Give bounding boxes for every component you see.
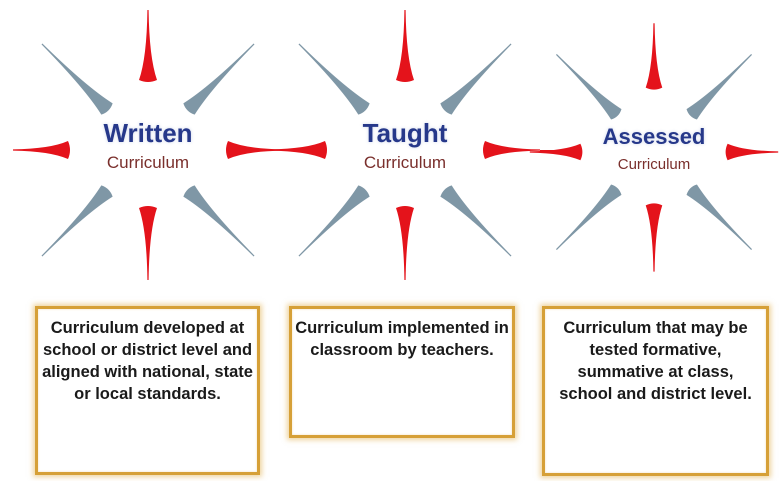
written-ray-bottom-right xyxy=(183,185,255,257)
taught-ray-top-right xyxy=(440,43,512,115)
taught-description: Curriculum implemented in classroom by t… xyxy=(295,319,509,359)
written-burst: Written Curriculum xyxy=(103,118,192,173)
taught-burst: Taught Curriculum xyxy=(363,118,448,173)
written-description-box: Curriculum developed at school or distri… xyxy=(35,306,260,475)
assessed-title: Assessed xyxy=(602,124,706,149)
taught-ray-top xyxy=(396,10,414,82)
assessed-ray-bottom-right xyxy=(686,184,753,251)
written-ray-top xyxy=(139,10,157,82)
written-ray-top-left xyxy=(41,43,113,115)
taught-description-box: Curriculum implemented in classroom by t… xyxy=(289,306,515,438)
taught-ray-bottom-right xyxy=(440,185,512,257)
taught-ray-bottom xyxy=(396,206,414,280)
assessed-description-box: Curriculum that may be tested formative,… xyxy=(542,306,769,476)
assessed-burst: Assessed Curriculum xyxy=(603,124,706,173)
assessed-ray-bottom-left xyxy=(555,184,622,251)
written-description: Curriculum developed at school or distri… xyxy=(42,319,253,403)
assessed-ray-right xyxy=(725,143,779,161)
written-ray-left xyxy=(13,141,70,159)
assessed-description: Curriculum that may be tested formative,… xyxy=(559,319,752,403)
taught-subtitle: Curriculum xyxy=(363,153,447,172)
taught-ray-top-left xyxy=(298,43,370,115)
assessed-ray-top-right xyxy=(686,53,753,120)
written-title: Written xyxy=(103,118,193,148)
taught-title: Taught xyxy=(362,118,448,148)
written-ray-bottom xyxy=(139,206,157,280)
written-ray-top-right xyxy=(183,43,255,115)
taught-ray-right xyxy=(483,141,540,159)
written-subtitle: Curriculum xyxy=(106,153,190,172)
written-ray-right xyxy=(226,141,283,159)
assessed-ray-top-left xyxy=(555,53,622,120)
taught-ray-bottom-left xyxy=(298,185,370,257)
assessed-ray-bottom xyxy=(645,203,663,272)
assessed-ray-top xyxy=(645,23,663,90)
written-ray-bottom-left xyxy=(41,185,113,257)
assessed-subtitle: Curriculum xyxy=(617,156,691,173)
